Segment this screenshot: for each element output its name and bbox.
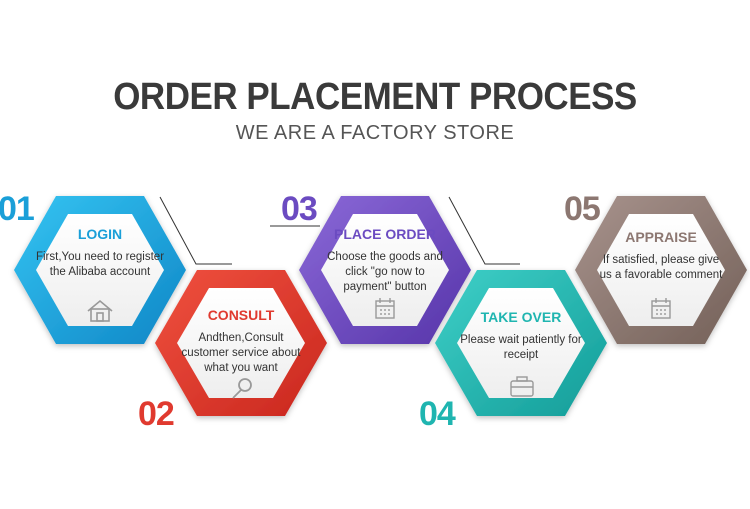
step-description: Choose the goods and click "go now to pa…: [327, 251, 443, 293]
briefcase-icon: [510, 376, 534, 397]
step-title: CONSULT: [207, 307, 275, 323]
step-title: PLACE ORDER: [334, 226, 436, 242]
step-description: First,You need to register the Alibaba a…: [35, 251, 165, 278]
step-description: Please wait patiently for receipt: [460, 334, 582, 361]
hexagon-step-02: [155, 270, 327, 416]
step-description: If satisfied, please give us a favorable…: [599, 254, 723, 281]
step-login: LOGIN First,You need to register the Ali…: [35, 226, 165, 280]
calendar-icon: [651, 298, 671, 319]
step-title: APPRAISE: [625, 229, 697, 245]
step-number-04: 04: [419, 395, 456, 433]
hexagon-step-01: [14, 196, 186, 344]
step-place-order: PLACE ORDER Choose the goods and click "…: [320, 226, 450, 295]
step-take-over: TAKE OVER Please wait patiently for rece…: [456, 309, 586, 363]
page-subtitle: WE ARE A FACTORY STORE: [235, 122, 515, 144]
step-number-01: 01: [0, 190, 35, 228]
step-appraise: APPRAISE If satisfied, please give us a …: [596, 229, 726, 283]
step-number-02: 02: [138, 395, 175, 433]
calendar-icon: [375, 298, 395, 319]
step-title: TAKE OVER: [480, 309, 562, 325]
hexagon-step-03: [299, 196, 471, 344]
step-number-03: 03: [281, 190, 318, 228]
page-title: ORDER PLACEMENT PROCESS: [113, 76, 637, 118]
house-icon: [87, 299, 113, 322]
step-description: Andthen,Consult customer service about w…: [181, 332, 301, 374]
hexagon-step-04: [435, 270, 607, 416]
hexagon-step-05: [575, 196, 747, 344]
magnifier-icon: [232, 378, 252, 399]
step-title: LOGIN: [77, 226, 123, 242]
step-consult: CONSULT Andthen,Consult customer service…: [176, 307, 306, 376]
step-number-05: 05: [564, 190, 601, 228]
